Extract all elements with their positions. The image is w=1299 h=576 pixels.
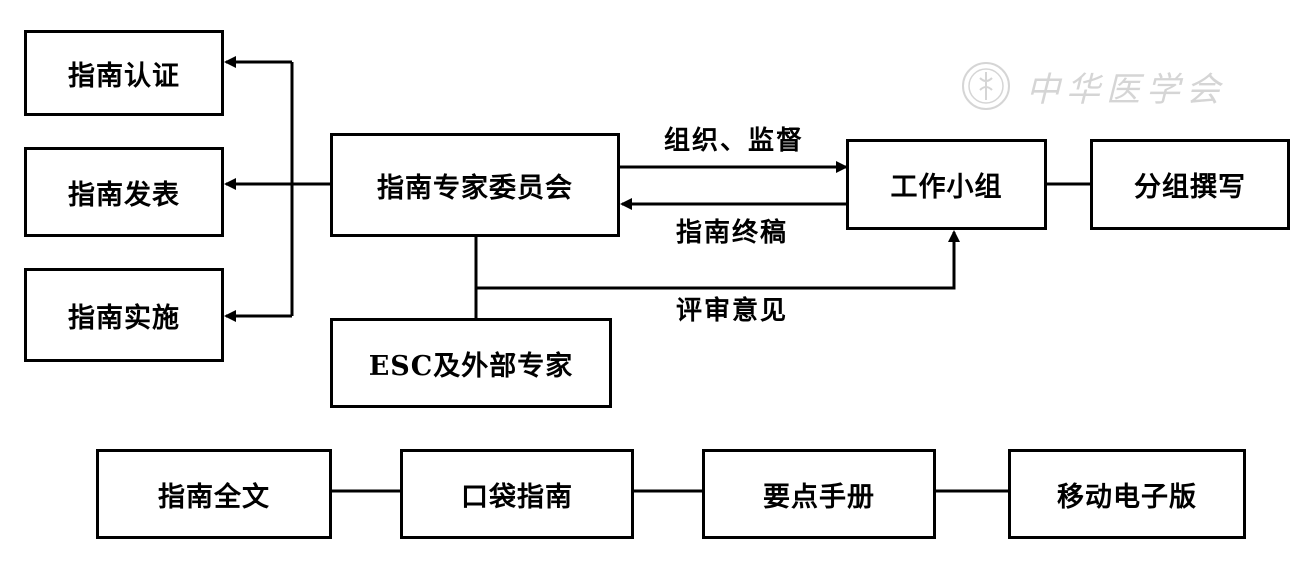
watermark-text: 中华医学会 <box>1026 69 1226 110</box>
emblem-icon <box>962 62 1010 110</box>
watermark: 中华医学会 <box>960 60 1226 112</box>
node-group-writing: 分组撰写 <box>1090 139 1290 230</box>
node-guide-certification: 指南认证 <box>24 30 224 116</box>
node-expert-committee: 指南专家委员会 <box>330 133 620 237</box>
node-working-group: 工作小组 <box>846 139 1047 230</box>
edge-label-review-opinion: 评审意见 <box>676 296 789 326</box>
node-full-text: 指南全文 <box>96 449 332 539</box>
arrow-review-opinion <box>476 230 960 290</box>
node-esc-external-experts: ESC及外部专家 <box>330 318 612 408</box>
node-key-points: 要点手册 <box>702 449 936 539</box>
edge-label-final-draft: 指南终稿 <box>676 218 789 248</box>
edge-label-organize-supervise: 组织、监督 <box>664 126 805 156</box>
node-mobile-edition: 移动电子版 <box>1008 449 1246 539</box>
node-pocket-guide: 口袋指南 <box>400 449 634 539</box>
node-guide-publication: 指南发表 <box>24 147 224 237</box>
node-guide-implementation: 指南实施 <box>24 268 224 362</box>
